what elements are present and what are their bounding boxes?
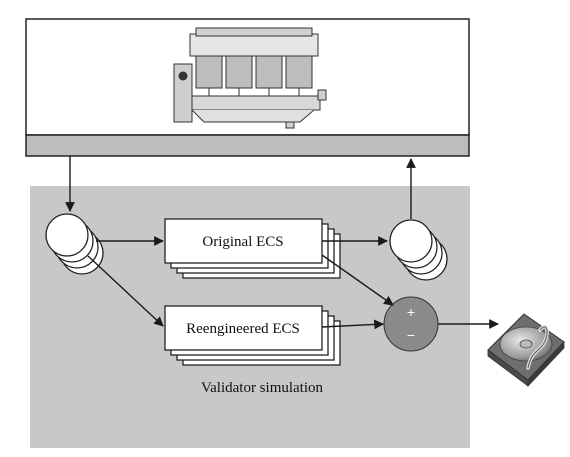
comparator-minus: − xyxy=(407,327,415,343)
signal-arrows xyxy=(65,156,499,330)
input-signal-stack xyxy=(45,213,104,275)
arrow-original-to-comparator xyxy=(321,254,394,306)
comparator-plus: + xyxy=(407,304,415,320)
engine-cutaway-icon xyxy=(173,27,327,129)
reengineered-ecs-label: Reengineered ECS xyxy=(186,321,300,337)
reengineered-ecs-block xyxy=(164,305,341,366)
output-signal-stack xyxy=(389,219,448,281)
validator-simulation-label: Validator simulation xyxy=(201,380,324,396)
arrow-reengineered-to-comparator xyxy=(321,319,384,330)
arrow-input-to-reengineered xyxy=(87,255,164,327)
original-ecs-block xyxy=(164,218,341,279)
hard-disk-drive-icon xyxy=(487,313,565,388)
original-ecs-label: Original ECS xyxy=(202,234,283,250)
